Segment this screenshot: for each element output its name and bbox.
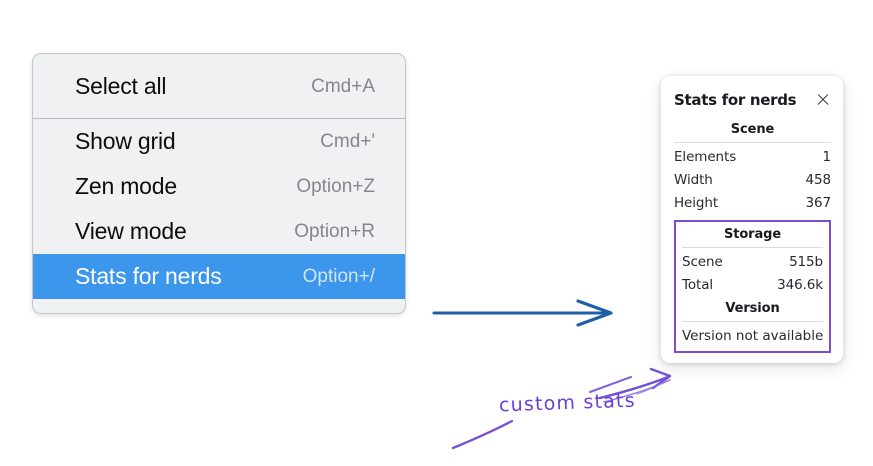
custom-stats-highlight-box: Storage Scene 515b Total 346.6k Version … [674, 220, 831, 353]
stat-row-elements: Elements 1 [674, 145, 831, 168]
annotation-flourish-stroke [589, 376, 632, 393]
menu-item-shortcut: Option+Z [296, 175, 375, 197]
section-heading: Version [725, 301, 780, 316]
stat-row-storage-total: Total 346.6k [682, 273, 823, 296]
menu-item-label: Zen mode [75, 173, 177, 199]
stat-row-height: Height 367 [674, 191, 831, 214]
menu-item-shortcut: Option+R [294, 220, 375, 242]
panel-titlebar: Stats for nerds [661, 88, 843, 112]
menu-item-label: Show grid [75, 128, 176, 154]
pointer-arrow-icon [598, 367, 672, 403]
menu-item-shortcut: Option+/ [302, 265, 375, 287]
stats-body: Scene Elements 1 Width 458 Height 367 St… [661, 112, 843, 353]
close-icon[interactable] [815, 92, 831, 108]
section-divider [682, 321, 823, 322]
stat-key: Width [674, 171, 713, 188]
menu-top-padding [33, 54, 405, 64]
stat-key: Elements [674, 148, 737, 165]
stat-value: 367 [805, 194, 832, 211]
stats-for-nerds-panel: Stats for nerds Scene Elements 1 Width 4… [661, 76, 843, 363]
menu-item-select-all[interactable]: Select all Cmd+A [33, 64, 405, 109]
section-divider [674, 142, 831, 143]
stats-section-storage: Storage Scene 515b Total 346.6k [682, 222, 823, 296]
stat-value: 515b [789, 253, 823, 270]
annotation-label-custom-stats: custom stats [498, 389, 637, 417]
stats-section-version: Version Version not available [682, 296, 823, 346]
menu-item-view-mode[interactable]: View mode Option+R [33, 209, 405, 254]
menu-item-label: View mode [75, 218, 187, 244]
section-heading: Storage [723, 227, 782, 242]
stat-key: Total [682, 276, 714, 293]
menu-item-shortcut: Cmd+A [311, 75, 375, 97]
menu-separator [33, 118, 405, 119]
menu-bottom-padding [33, 299, 405, 313]
stat-row-storage-scene: Scene 515b [682, 250, 823, 273]
menu-item-label: Stats for nerds [75, 263, 222, 289]
menu-item-zen-mode[interactable]: Zen mode Option+Z [33, 164, 405, 209]
canvas-context-menu[interactable]: Select all Cmd+A Show grid Cmd+' Zen mod… [32, 53, 406, 314]
version-value: Version not available [682, 328, 824, 344]
stat-key: Height [674, 194, 719, 211]
stat-value: 458 [805, 171, 832, 188]
section-heading: Scene [730, 122, 775, 137]
menu-item-shortcut: Cmd+' [320, 130, 375, 152]
stats-section-scene: Scene Elements 1 Width 458 Height 367 [674, 112, 831, 214]
panel-title: Stats for nerds [674, 91, 797, 109]
menu-item-stats-for-nerds[interactable]: Stats for nerds Option+/ [33, 254, 405, 299]
menu-item-show-grid[interactable]: Show grid Cmd+' [33, 119, 405, 164]
menu-item-label: Select all [75, 73, 167, 99]
stat-value: 346.6k [777, 276, 823, 293]
flow-arrow-icon [432, 299, 613, 327]
section-divider [682, 247, 823, 248]
annotation-underline-stroke [451, 419, 514, 450]
stat-key: Scene [682, 253, 723, 270]
stat-value: 1 [822, 148, 832, 165]
stat-row-width: Width 458 [674, 168, 831, 191]
